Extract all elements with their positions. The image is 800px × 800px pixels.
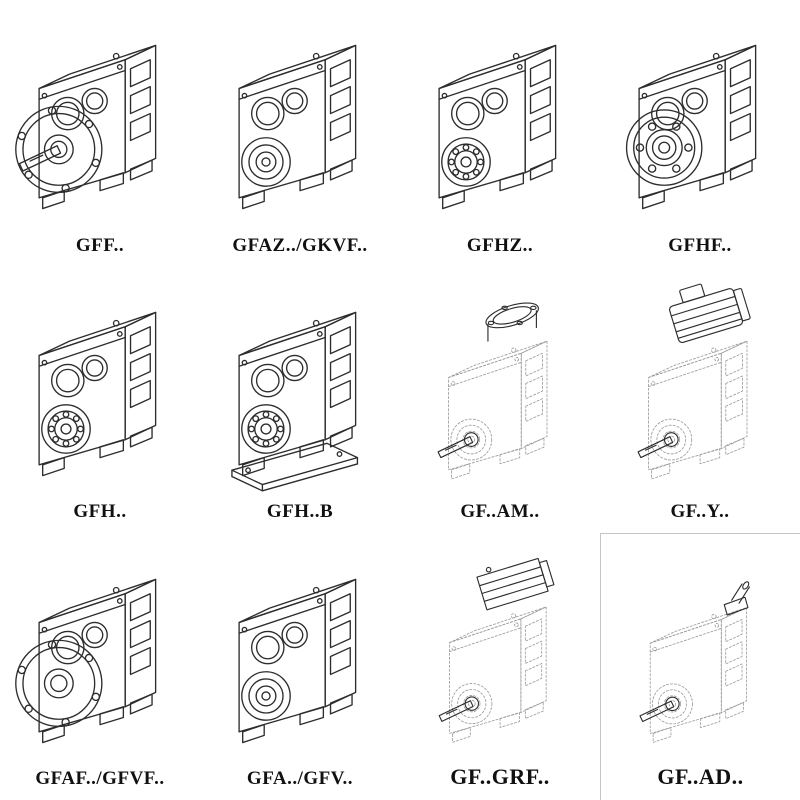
gearbox-housing-outline <box>648 340 748 480</box>
catalog-cell: GFH.. <box>0 267 200 534</box>
base-plate <box>231 442 359 492</box>
model-label: GF..GRF.. <box>450 763 550 789</box>
catalog-cell: GFHF.. <box>600 0 800 267</box>
catalog-cell: GFAZ../GKVF.. <box>200 0 400 267</box>
model-label: GFAZ../GKVF.. <box>232 234 368 256</box>
gearbox-hollow-shaft-bearing-icon <box>402 4 598 233</box>
input-bearing-bosses <box>250 88 308 131</box>
hollow-shaft-bearing <box>441 137 491 188</box>
technical-drawing <box>639 579 751 743</box>
gearbox-housing-outline <box>649 606 747 743</box>
model-label: GFAF../GFVF.. <box>35 767 165 789</box>
catalog-cell: GFHZ.. <box>400 0 600 267</box>
catalog-cell: GFA../GFV.. <box>200 533 400 800</box>
hollow-shaft-bearing <box>41 404 91 454</box>
model-label: GFH..B <box>266 501 334 523</box>
technical-drawing <box>625 45 757 210</box>
gearbox-housing-outline <box>448 340 548 480</box>
model-label: GFHZ.. <box>466 234 534 256</box>
gearbox-input-shaft-adapter-icon <box>603 538 798 762</box>
output-shaft <box>18 145 62 172</box>
technical-drawing <box>238 45 357 210</box>
hollow-shaft-bore <box>241 670 291 721</box>
gearbox-hollow-shaft-bearing-icon <box>2 271 198 500</box>
gearbox-flange-hollow-shaft-icon <box>602 4 798 233</box>
technical-drawing <box>38 311 157 477</box>
gearbox-housing-outline <box>449 606 547 743</box>
input-bearing-bosses <box>50 88 108 131</box>
input-bearing-bosses <box>50 621 108 664</box>
catalog-cell: GFH..B <box>200 267 400 534</box>
catalog-cell: GFAF../GFVF.. <box>0 533 200 800</box>
catalog-cell: GFF.. <box>0 0 200 267</box>
technical-drawing <box>637 272 752 480</box>
technical-drawing <box>15 578 157 743</box>
motor-adapter-block <box>474 549 556 610</box>
input-bearing-bosses <box>50 354 108 398</box>
model-label: GFHF.. <box>668 234 732 256</box>
technical-drawing <box>438 549 556 743</box>
input-flange-adapter <box>482 297 542 342</box>
model-label: GF..Y.. <box>670 501 730 523</box>
technical-drawing <box>437 297 548 480</box>
gearbox-with-motor-icon <box>602 271 798 500</box>
model-label: GFA../GFV.. <box>246 767 354 789</box>
catalog-cell: GF..AM.. <box>400 267 600 534</box>
catalog-cell: GF..Y.. <box>600 267 800 534</box>
output-flange-medium <box>625 109 703 187</box>
model-label: GFH.. <box>73 501 127 523</box>
input-bearing-bosses <box>450 88 508 131</box>
model-label: GF..AD.. <box>657 763 744 789</box>
gearbox-housing-outline <box>38 45 157 210</box>
gearbox-hollow-shaft-base-plate-icon <box>202 271 398 500</box>
electric-motor <box>664 272 752 344</box>
hollow-shaft-bearing <box>241 404 291 454</box>
gearbox-housing-outline <box>38 578 157 743</box>
catalog-cell: GF..GRF.. <box>400 533 600 800</box>
input-bearing-bosses <box>250 621 308 664</box>
technical-drawing <box>438 45 557 210</box>
gearbox-hollow-shaft-icon <box>202 4 398 233</box>
model-label: GF..AM.. <box>460 501 540 523</box>
gearbox-iec-motor-adapter-icon <box>402 271 598 500</box>
technical-drawing <box>231 311 359 492</box>
input-bearing-bosses <box>250 354 308 398</box>
catalog-cell: GF..AD.. <box>600 533 800 800</box>
hollow-shaft-bore <box>241 137 291 188</box>
gearbox-hollow-shaft-icon <box>202 537 398 766</box>
input-bearing-bosses <box>650 88 708 131</box>
gearbox-motor-block-icon <box>402 537 598 762</box>
gearbox-output-flange-hollow-icon <box>2 537 198 766</box>
technical-drawing <box>15 45 157 210</box>
model-label: GFF.. <box>75 234 125 256</box>
technical-drawing <box>238 578 357 743</box>
gearbox-output-flange-solid-shaft-icon <box>2 4 198 233</box>
